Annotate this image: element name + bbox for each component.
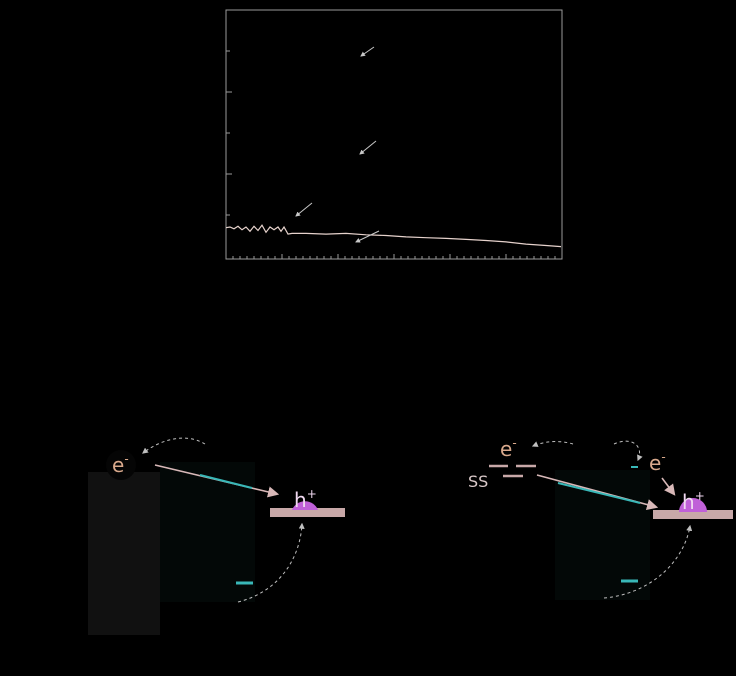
annotation-arrow xyxy=(355,230,380,243)
dashed-arrow xyxy=(603,524,693,599)
dashed-arrow xyxy=(237,522,305,603)
acceptor-level-bar xyxy=(653,510,733,519)
plot-frame xyxy=(225,9,563,260)
dashed-arrow xyxy=(531,441,574,447)
left-diagram: e- h+ xyxy=(88,437,345,635)
semiconductor-block xyxy=(88,472,160,635)
cyan-streak xyxy=(199,474,253,489)
hole-label: h+ xyxy=(294,487,317,512)
depletion-region xyxy=(160,462,255,602)
x-axis-ticks xyxy=(225,254,563,259)
acceptor-level-bar xyxy=(270,508,345,517)
series-line xyxy=(225,224,562,248)
annotation-arrow xyxy=(359,140,377,155)
electron-label: e- xyxy=(500,436,517,461)
annotation-arrow xyxy=(360,46,375,57)
right-diagram: SS e- e- h+ xyxy=(468,436,733,600)
cyan-streak xyxy=(557,482,641,504)
hole-dome xyxy=(292,501,318,510)
electron-label: e- xyxy=(649,450,666,475)
electron-to-hole-arrow xyxy=(661,477,676,496)
spectrum-chart xyxy=(225,9,563,260)
y-axis-ticks xyxy=(226,50,232,216)
dashed-arrow xyxy=(142,437,206,454)
electron-circle xyxy=(106,450,136,480)
dashed-arrow xyxy=(613,440,643,462)
annotation-arrow xyxy=(295,202,313,217)
hole-label: h+ xyxy=(682,489,705,514)
surface-states-label: SS xyxy=(468,472,488,491)
electron-label: e- xyxy=(112,452,129,477)
depletion-region xyxy=(555,470,650,600)
hole-dome xyxy=(679,498,707,512)
